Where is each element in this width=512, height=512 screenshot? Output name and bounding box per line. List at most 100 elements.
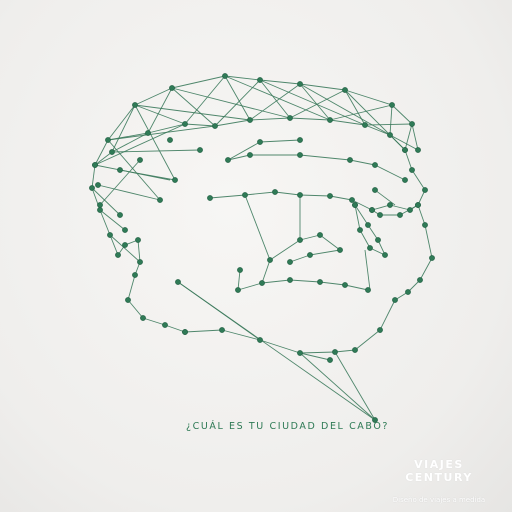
thread: [127, 299, 144, 319]
thread: [184, 329, 223, 333]
thread: [299, 352, 331, 361]
pin: [132, 272, 138, 278]
pin: [405, 289, 411, 295]
pin: [122, 227, 128, 233]
thread: [94, 151, 113, 166]
thread: [209, 194, 246, 199]
pin: [365, 287, 371, 293]
pin: [297, 81, 303, 87]
thread: [99, 209, 111, 236]
thread: [359, 229, 371, 249]
thread: [147, 123, 186, 134]
pin: [169, 85, 175, 91]
thread: [184, 75, 226, 125]
brand-name: VIAJES CENTURY: [405, 458, 473, 484]
thread: [424, 224, 433, 259]
thread: [134, 104, 176, 181]
threads: [91, 75, 433, 421]
thread: [177, 281, 376, 421]
pin: [175, 279, 181, 285]
pin: [97, 207, 103, 213]
thread: [379, 299, 396, 331]
thread: [214, 79, 261, 127]
thread: [389, 134, 419, 151]
pin: [107, 232, 113, 238]
thread: [261, 279, 291, 284]
thread: [329, 119, 366, 126]
thread: [404, 123, 413, 151]
pin: [377, 327, 383, 333]
thread: [261, 259, 271, 284]
pin: [257, 139, 263, 145]
pin: [137, 157, 143, 163]
brand-logo: VIAJES CENTURY Diseño de viajes a medida: [384, 458, 494, 504]
pin: [132, 102, 138, 108]
thread: [417, 204, 426, 226]
thread: [227, 141, 261, 161]
thread: [299, 194, 331, 197]
thread: [351, 199, 373, 211]
pin: [297, 152, 303, 158]
pin: [135, 237, 141, 243]
thread: [214, 119, 251, 127]
thread: [94, 139, 109, 166]
pin: [222, 73, 228, 79]
pin: [207, 195, 213, 201]
pin: [140, 315, 146, 321]
thread: [142, 317, 166, 326]
pin: [167, 137, 173, 143]
pin: [247, 117, 253, 123]
thread: [237, 269, 241, 291]
pin: [429, 255, 435, 261]
thread: [299, 234, 321, 241]
pin: [369, 207, 375, 213]
thread: [137, 239, 141, 263]
pin: [297, 192, 303, 198]
thread: [344, 89, 406, 151]
pin: [257, 77, 263, 83]
thread: [107, 104, 136, 141]
pin: [402, 147, 408, 153]
pin: [377, 212, 383, 218]
pin: [117, 212, 123, 218]
thread: [389, 204, 411, 211]
thread: [134, 87, 173, 106]
thread: [259, 339, 301, 354]
thread: [274, 191, 301, 196]
brand-tagline: Diseño de viajes a medida: [392, 496, 486, 504]
pin: [212, 123, 218, 129]
pin: [392, 297, 398, 303]
pin: [367, 245, 373, 251]
pin: [287, 259, 293, 265]
thread: [221, 329, 261, 341]
thread: [249, 83, 301, 121]
thread: [374, 189, 396, 206]
pin: [332, 349, 338, 355]
thread: [364, 124, 391, 136]
pin: [352, 347, 358, 353]
thread: [299, 352, 376, 421]
pin: [219, 327, 225, 333]
pin: [109, 149, 115, 155]
thread: [319, 281, 346, 286]
pin: [145, 130, 151, 136]
pin: [125, 297, 131, 303]
pin: [387, 202, 393, 208]
pin: [182, 329, 188, 335]
thread: [411, 123, 419, 151]
pin: [267, 257, 273, 263]
thread: [354, 204, 361, 231]
pin: [95, 182, 101, 188]
pin: [372, 162, 378, 168]
pin: [89, 185, 95, 191]
thread: [94, 123, 186, 166]
pin: [307, 252, 313, 258]
pin: [237, 267, 243, 273]
thread: [224, 75, 331, 121]
headline: ¿CUÁL ES TU CIUDAD DEL CABO?: [186, 421, 390, 432]
thread: [367, 224, 379, 241]
pin: [382, 252, 388, 258]
thread: [184, 123, 216, 127]
